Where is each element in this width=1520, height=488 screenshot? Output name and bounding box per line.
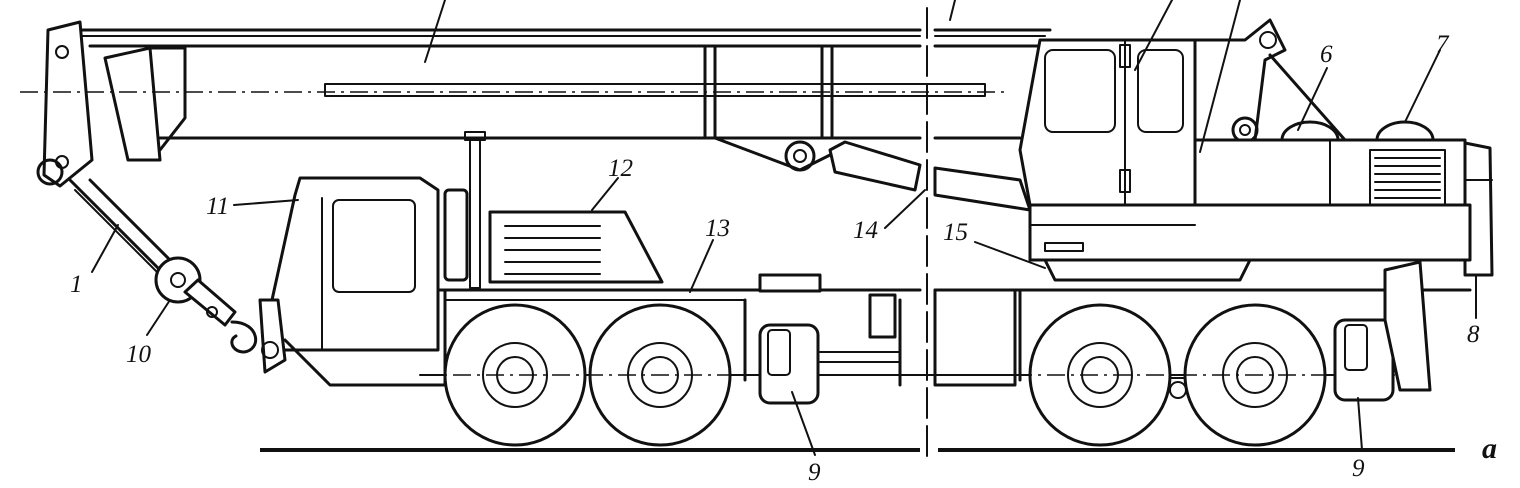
callout-15: 15: [943, 219, 968, 246]
callout-11: 11: [206, 193, 229, 220]
callout-labels: 1 6 7 8 9 9 10 11 12 13 14 15 a: [70, 31, 1497, 486]
outriggers: [758, 260, 1432, 405]
callout-13: 13: [705, 215, 730, 242]
power-unit: [488, 210, 664, 284]
wheels: [420, 303, 1400, 447]
callout-6: 6: [1320, 41, 1333, 68]
boom: [20, 20, 1052, 354]
callout-9-right: 9: [1352, 455, 1365, 482]
callout-10: 10: [126, 341, 152, 368]
callout-9-left: 9: [808, 459, 821, 486]
callout-1: 1: [70, 271, 83, 298]
callout-7: 7: [1436, 31, 1450, 58]
leader-lines: [91, 0, 1477, 456]
chassis-frame: [283, 273, 1472, 399]
callout-12: 12: [608, 155, 633, 182]
superstructure: [1018, 18, 1494, 282]
callout-14: 14: [853, 217, 878, 244]
callout-8: 8: [1467, 321, 1480, 348]
view-label-a: a: [1482, 432, 1497, 465]
chassis-cab: [258, 131, 486, 374]
